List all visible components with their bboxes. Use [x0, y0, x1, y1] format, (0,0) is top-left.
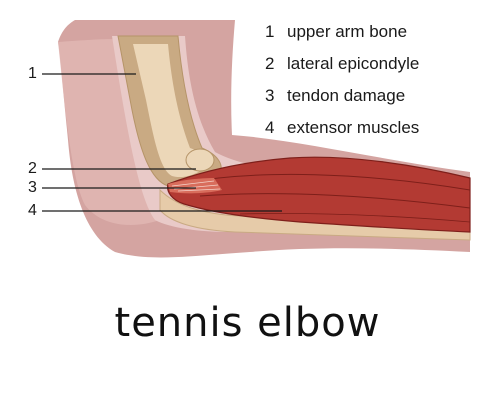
callout-1: 1	[28, 65, 37, 82]
callout-4: 4	[28, 202, 37, 219]
upper-arm-bone-inner	[133, 44, 206, 178]
legend-number: 2	[265, 54, 275, 73]
muscle-fiber-2	[199, 193, 471, 209]
legend-label: upper arm bone	[287, 22, 408, 41]
legend-item-tendon-damage: 3 tendon damage	[265, 84, 419, 116]
legend-number: 3	[265, 86, 275, 105]
legend-item-upper-arm-bone: 1 upper arm bone	[265, 20, 419, 52]
legend-item-extensor-muscles: 4 extensor muscles	[265, 116, 419, 148]
legend-label: lateral epicondyle	[287, 54, 420, 73]
lateral-epicondyle	[185, 148, 215, 172]
callout-3: 3	[28, 179, 37, 196]
legend-item-lateral-epicondyle: 2 lateral epicondyle	[265, 52, 419, 84]
legend-label: tendon damage	[287, 86, 406, 105]
legend-number: 1	[265, 22, 275, 41]
legend-label: extensor muscles	[287, 118, 420, 137]
muscle-fiber-1	[189, 173, 471, 191]
callout-2: 2	[28, 160, 37, 177]
arm-highlight	[58, 39, 160, 226]
diagram-title: tennis elbow	[114, 300, 381, 346]
muscle-fiber-3	[239, 213, 471, 223]
legend: 1 upper arm bone 2 lateral epicondyle 3 ten…	[265, 20, 419, 148]
legend-number: 4	[265, 118, 275, 137]
